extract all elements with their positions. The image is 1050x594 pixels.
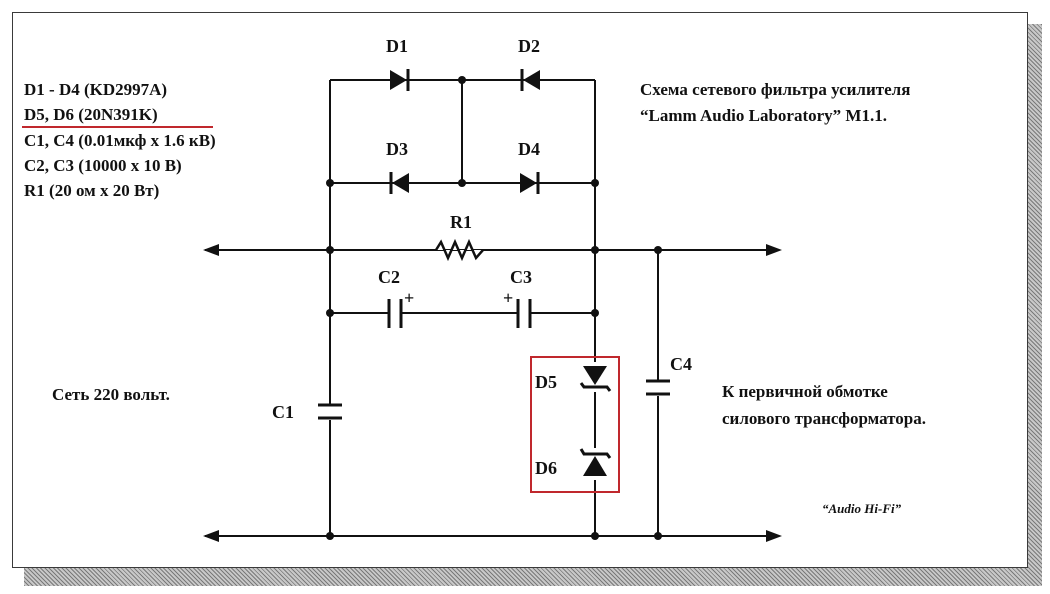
capacitor-branch: C2 C3 + + — [326, 267, 599, 328]
label-d3: D3 — [386, 139, 408, 159]
supply-line-bottom — [203, 530, 782, 542]
credit-label: “Audio Hi-Fi” — [822, 501, 902, 516]
junction-dot — [326, 246, 334, 254]
diode-d3 — [389, 172, 409, 194]
parts-list-item: D1 - D4 (KD2997A) — [24, 80, 167, 99]
junction-dot — [458, 76, 466, 84]
label-d2: D2 — [518, 36, 540, 56]
label-r1: R1 — [450, 212, 472, 232]
label-d4: D4 — [518, 139, 540, 159]
parts-list: D1 - D4 (KD2997A) D5, D6 (20N391K) C1, C… — [22, 80, 216, 200]
output-label-line: К первичной обмотке — [722, 382, 888, 401]
junction-dot — [591, 179, 599, 187]
junction-dot — [458, 179, 466, 187]
output-label-line: силового трансформатора. — [722, 409, 926, 428]
arrow-right-icon — [766, 530, 782, 542]
label-d6: D6 — [535, 458, 557, 478]
diode-d4 — [520, 172, 540, 194]
polarity-plus-c2: + — [404, 288, 414, 308]
arrow-left-icon — [203, 244, 219, 256]
label-c2: C2 — [378, 267, 400, 287]
diode-d1 — [390, 69, 410, 91]
label-d1: D1 — [386, 36, 408, 56]
zener-d6 — [579, 448, 612, 480]
diagram-frame — [12, 12, 1028, 568]
junction-dot — [591, 309, 599, 317]
junction-dot — [654, 532, 662, 540]
title-line: “Lamm Audio Laboratory” M1.1. — [640, 106, 887, 125]
parts-list-item: R1 (20 ом х 20 Вт) — [24, 181, 159, 200]
capacitor-c1 — [318, 403, 342, 420]
parts-list-item: D5, D6 (20N391K) — [24, 105, 158, 124]
junction-dot — [591, 532, 599, 540]
capacitor-c3 — [516, 299, 532, 328]
label-c3: C3 — [510, 267, 532, 287]
diagram-title: Схема сетевого фильтра усилителя “Lamm A… — [640, 80, 910, 125]
junction-dot — [326, 532, 334, 540]
label-c4: C4 — [670, 354, 692, 374]
parts-list-item: C1, C4 (0.01мкф х 1.6 кВ) — [24, 131, 216, 150]
arrow-left-icon — [203, 530, 219, 542]
label-d5: D5 — [535, 372, 557, 392]
title-line: Схема сетевого фильтра усилителя — [640, 80, 910, 99]
supply-line-top: R1 — [203, 212, 782, 262]
arrow-right-icon — [766, 244, 782, 256]
resistor-r1 — [434, 238, 484, 262]
capacitor-c2 — [387, 299, 403, 328]
junction-dot — [326, 179, 334, 187]
junction-dot — [591, 246, 599, 254]
label-c1: C1 — [272, 402, 294, 422]
junction-dot — [326, 309, 334, 317]
zener-d5 — [579, 362, 612, 392]
diode-d2 — [520, 69, 540, 91]
mains-label: Сеть 220 вольт. — [52, 385, 170, 404]
output-label: К первичной обмотке силового трансформат… — [722, 382, 926, 428]
highlight-box-d5-d6 — [530, 356, 620, 493]
diode-bridge: D1 D2 D3 D4 — [326, 36, 599, 533]
parts-list-item: C2, C3 (10000 х 10 В) — [24, 156, 182, 175]
capacitor-c4 — [646, 379, 670, 396]
polarity-plus-c3: + — [503, 288, 513, 308]
